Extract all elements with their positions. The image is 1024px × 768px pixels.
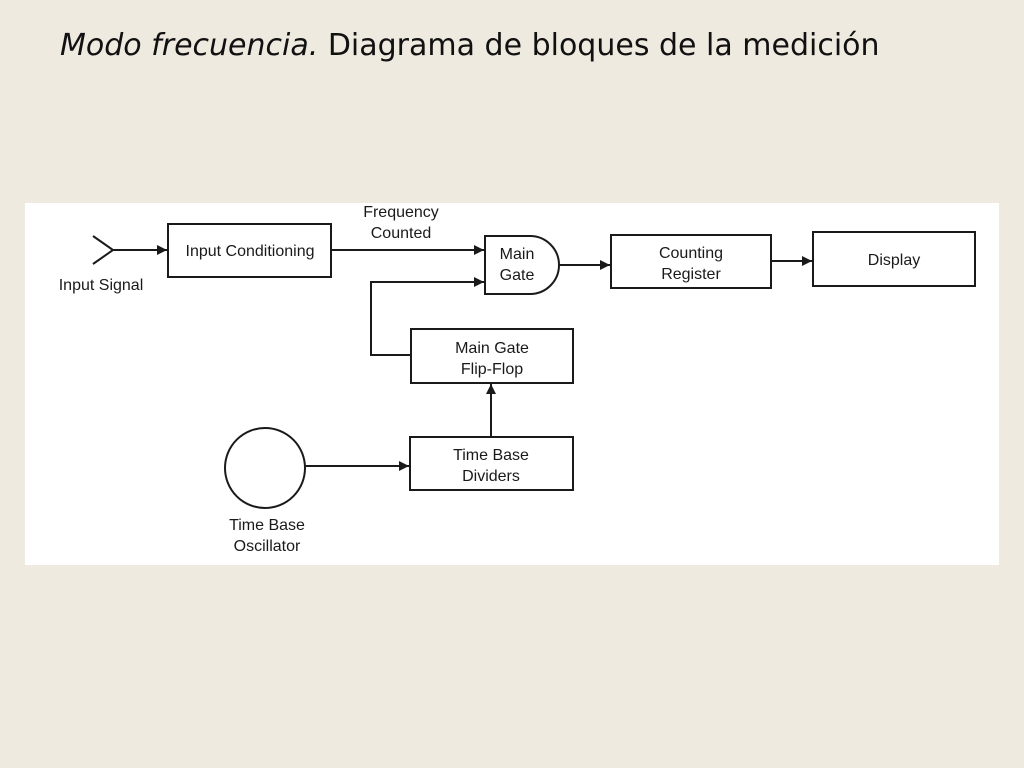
antenna-icon xyxy=(92,235,115,265)
title-text: Diagrama de bloques de la medición xyxy=(327,28,880,63)
counting-register-label-1: Counting xyxy=(659,245,723,262)
flip-flop-label-2: Flip-Flop xyxy=(461,361,523,378)
time-base-dividers-block xyxy=(409,436,574,491)
input-signal-label: Input Signal xyxy=(59,277,144,294)
dividers-label-2: Dividers xyxy=(462,468,520,485)
main-gate-label-1: Main xyxy=(500,246,535,263)
block-diagram: Input Signal Input Conditioning Frequenc… xyxy=(25,203,999,565)
oscillator-circle xyxy=(224,427,306,509)
oscillator-label-2: Oscillator xyxy=(234,538,301,555)
display-label: Display xyxy=(868,252,920,269)
input-conditioning-label: Input Conditioning xyxy=(186,243,315,260)
counting-register-label-2: Register xyxy=(661,266,721,283)
arrow-flip-flop-to-main-gate xyxy=(370,277,484,356)
dividers-label-1: Time Base xyxy=(453,447,529,464)
main-gate-flip-flop-block xyxy=(410,328,574,384)
page-title: Modo frecuencia. Diagrama de bloques de … xyxy=(60,28,880,63)
display-block xyxy=(812,231,976,287)
frequency-counted-label-2: Counted xyxy=(371,225,432,242)
oscillator-label-1: Time Base xyxy=(229,517,305,534)
block-diagram-svg: Input Signal Input Conditioning Frequenc… xyxy=(59,204,976,555)
main-gate-shape xyxy=(484,235,560,295)
title-italic: Modo frecuencia. xyxy=(60,28,319,63)
flip-flop-label-1: Main Gate xyxy=(455,340,529,357)
main-gate-label-2: Gate xyxy=(500,267,535,284)
frequency-counted-label-1: Frequency xyxy=(363,204,439,221)
